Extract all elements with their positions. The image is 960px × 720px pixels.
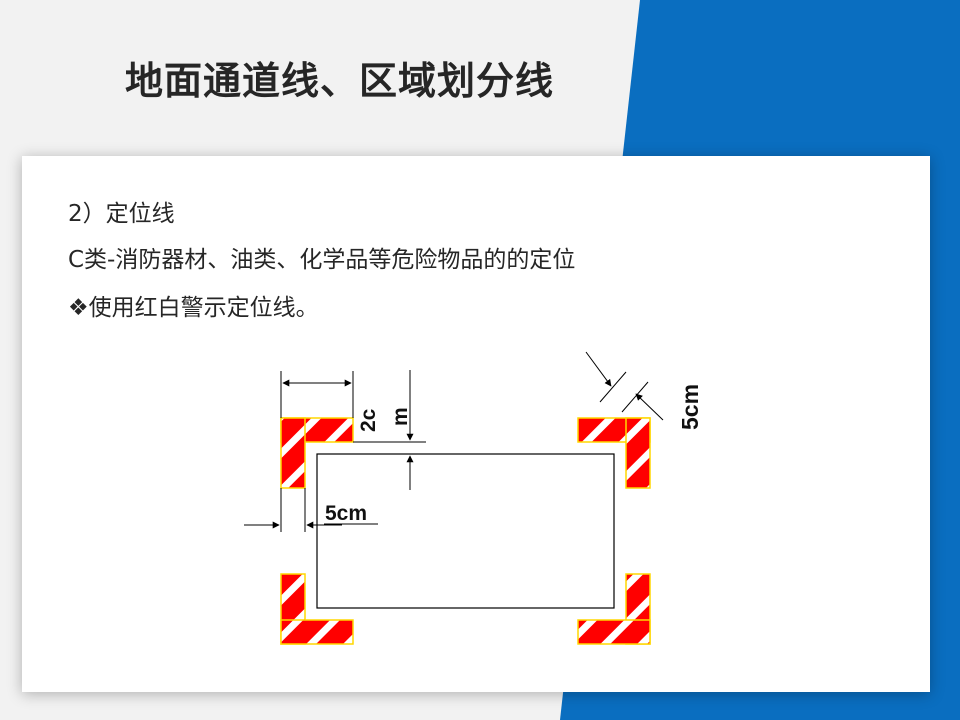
object-outline — [316, 453, 615, 609]
label-m: m — [389, 407, 412, 426]
corner-marker-top-left — [280, 417, 354, 489]
content-card: 2）定位线 C类-消防器材、油类、化学品等危险物品的的定位 ❖使用红白警示定位线… — [22, 156, 930, 692]
label-5cm-bottom: 5cm — [325, 502, 367, 525]
corner-marker-bottom-left — [280, 573, 354, 645]
corner-marker-bottom-right — [577, 573, 651, 645]
corner-marker-top-right — [577, 417, 651, 489]
dimension-top-width — [280, 371, 354, 418]
label-2c: 2c — [357, 408, 380, 432]
category-description: C类-消防器材、油类、化学品等危险物品的的定位 — [68, 247, 576, 273]
marking-line-diagram: 2c m 5cm 5cm — [244, 351, 703, 645]
bullet-line: ❖使用红白警示定位线。 — [68, 288, 319, 322]
dimension-diagonal-width — [585, 351, 664, 421]
slide-title: 地面通道线、区域划分线 — [125, 59, 555, 103]
dimension-horizontal-gap — [244, 488, 342, 532]
dimension-vertical-gap — [317, 370, 426, 490]
bullet-text: 使用红白警示定位线。 — [88, 295, 319, 321]
label-5cm-right: 5cm — [677, 384, 703, 430]
diamond-bullet-icon: ❖ — [68, 295, 89, 321]
section-heading: 2）定位线 — [68, 201, 175, 227]
